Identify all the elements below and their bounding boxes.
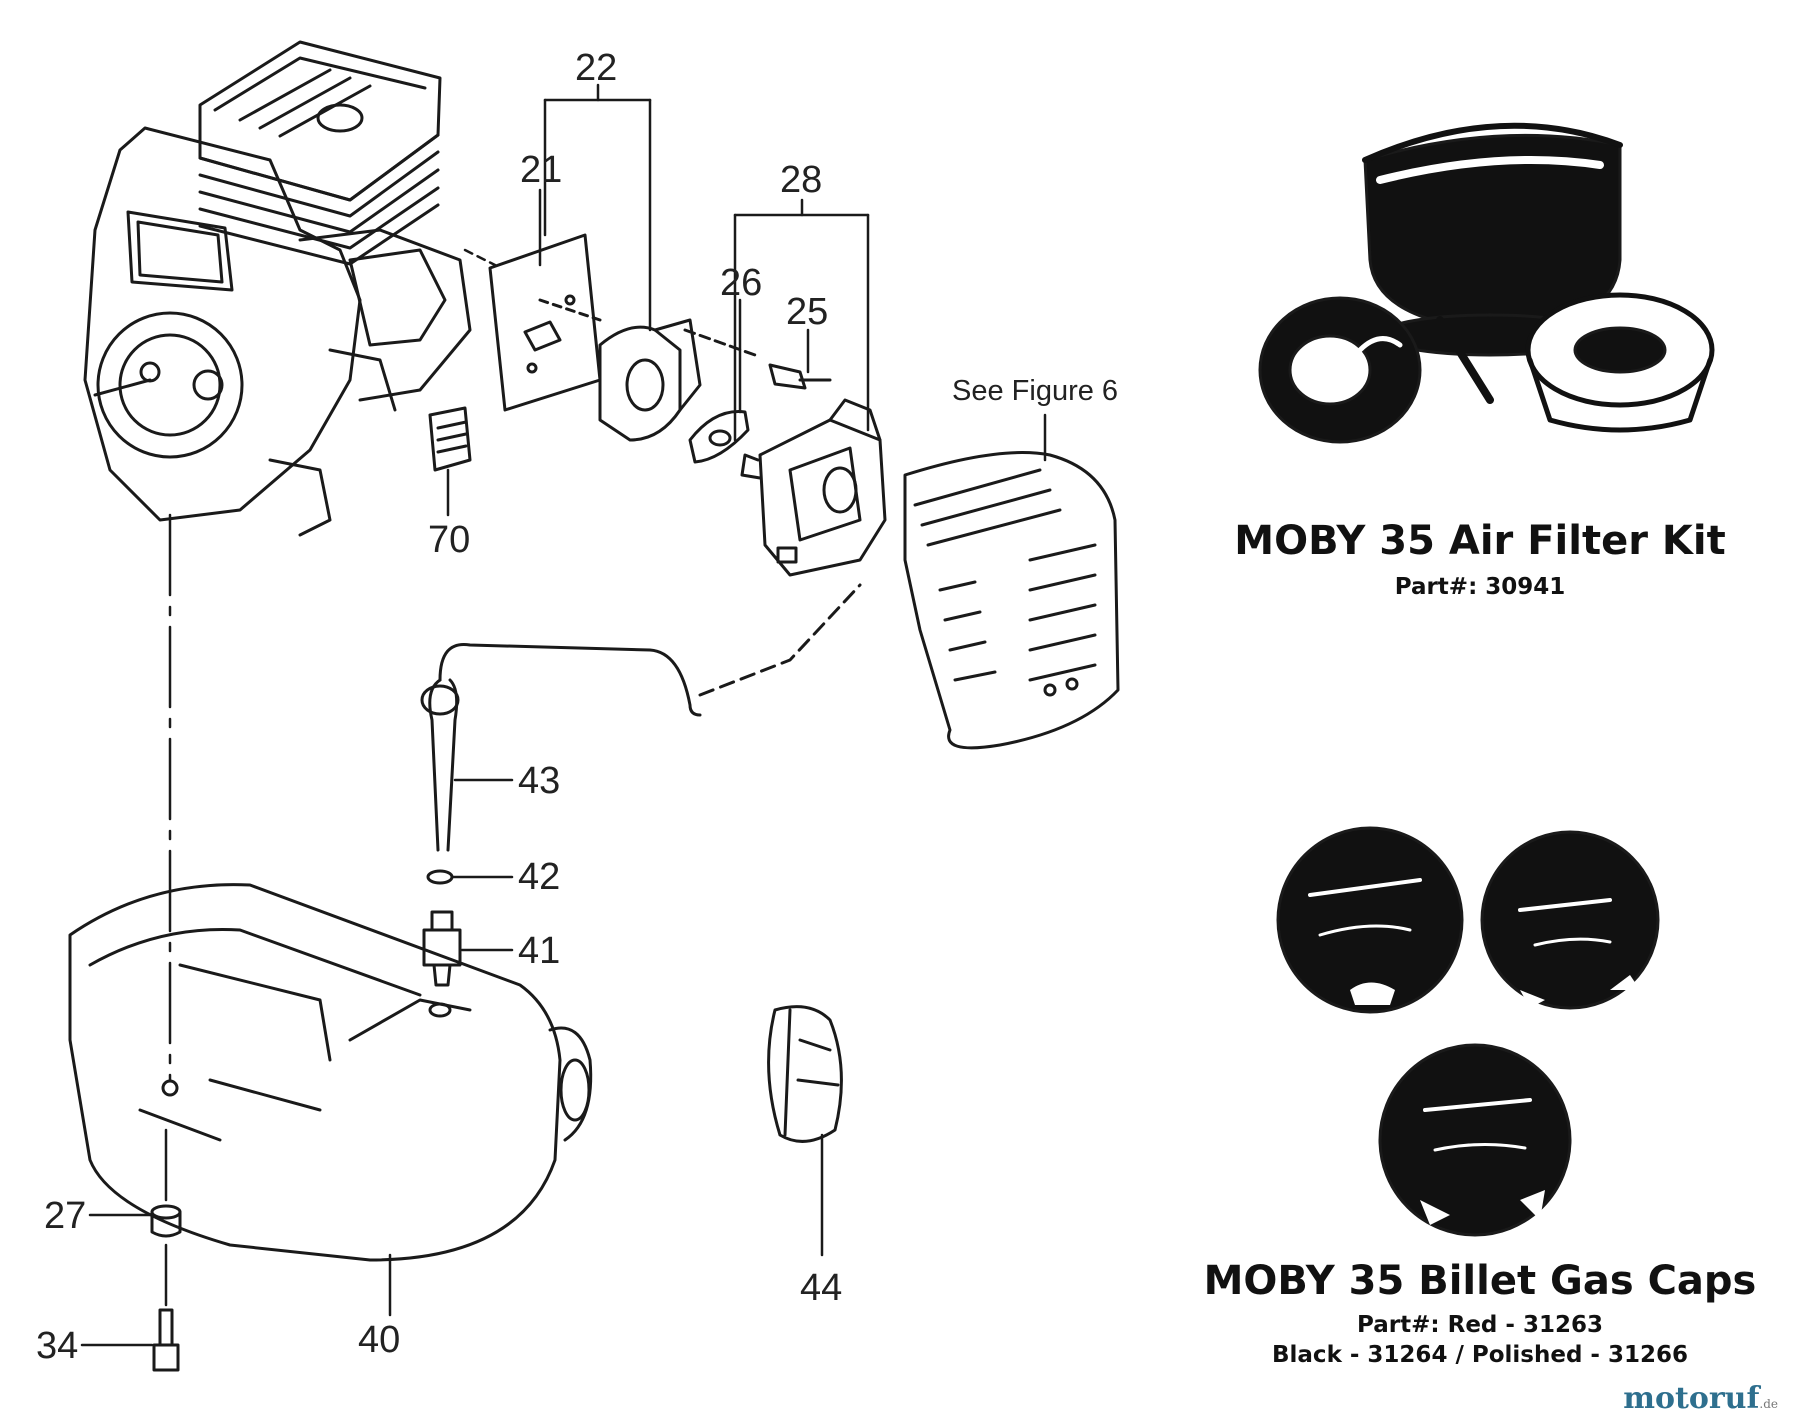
air-filter-kit-title: MOBY 35 Air Filter Kit [1234,518,1726,564]
gasket-26 [688,410,750,464]
callout-25: 25 [786,291,828,333]
callout-70: 70 [428,519,470,561]
gas-caps-part-line-1: Part#: Red - 31263 [1357,1312,1603,1338]
dashed-guides [164,248,497,1307]
air-filter-kit-image [1258,122,1715,444]
callout-numbers: 22 21 28 26 25 70 43 42 41 44 27 34 40 S… [36,47,1118,1367]
callout-42: 42 [518,856,560,898]
gas-caps-image [1276,826,1660,1237]
callout-40: 40 [358,1319,400,1361]
air-cleaner-cover [903,451,1120,750]
gas-caps-part-line-2: Black - 31264 / Polished - 31266 [1272,1342,1688,1368]
callout-21: 21 [520,149,562,191]
callout-44: 44 [800,1267,842,1309]
fuel-filter-41 [422,910,462,987]
grommet-27 [150,1204,182,1238]
air-filter-kit-part: Part#: 30941 [1394,574,1566,600]
watermark-brand: motoruf [1623,1381,1760,1416]
callout-27: 27 [44,1195,86,1237]
fuel-line [420,583,862,852]
engine-assembly [83,40,472,537]
watermark: motoruf.de [1623,1381,1778,1416]
see-figure-note: See Figure 6 [952,375,1118,407]
leader-lines [80,83,1047,1347]
callout-28: 28 [780,159,822,201]
gas-caps-title: MOBY 35 Billet Gas Caps [1203,1258,1757,1304]
callout-26: 26 [720,262,762,304]
part-70 [428,406,472,472]
fuel-tank [68,883,593,1262]
fitting-34 [152,1308,180,1372]
carb-insulator [598,318,757,442]
callout-41: 41 [518,930,560,972]
callout-43: 43 [518,760,560,802]
gas-cap-44 [767,1005,843,1143]
watermark-suffix: .de [1759,1397,1778,1411]
carburetor [740,398,887,577]
clip-42 [426,869,454,885]
gasket-21 [488,233,602,412]
screw-25 [768,363,832,390]
callout-22: 22 [575,47,617,89]
callout-34: 34 [36,1325,78,1367]
